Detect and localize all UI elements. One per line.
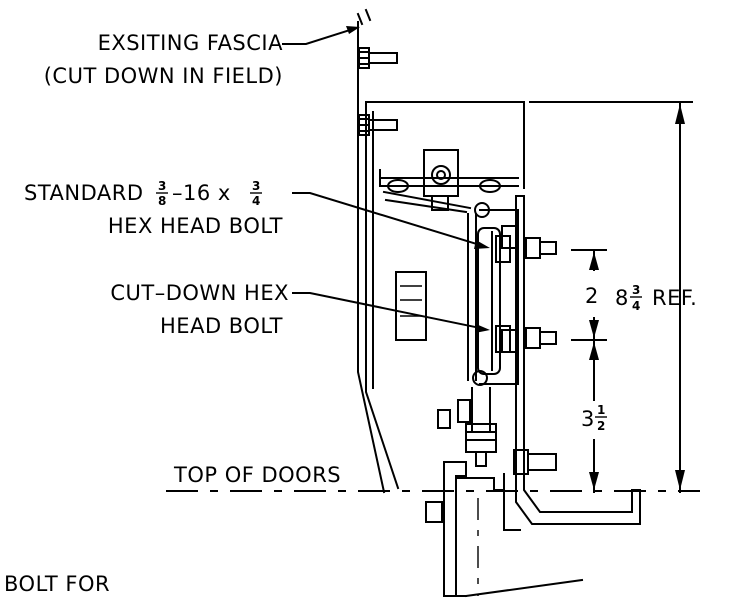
standard-bolt-frac-b-num: 3 [252,179,260,193]
fascia-leader [282,26,360,45]
standard-bolt-frac-a-den: 8 [158,194,166,208]
hanger-housing [365,101,525,490]
cutdown-bolt-leader [292,292,490,333]
lower-dim-frac-num: 1 [597,403,605,417]
overall-dimension [529,101,693,493]
bottom-partial-label: BOLT FOR [4,572,110,596]
adjuster-block [395,271,427,341]
fascia-label-line1: EXSITING FASCIA [98,31,284,55]
cutdown-bolt-line1: CUT–DOWN HEX [110,281,289,305]
standard-bolt-suffix: –16 x [172,181,231,205]
overall-dimension-text: 8 3 4 REF. [615,283,697,313]
standard-bolt-frac-a-num: 3 [158,179,166,193]
overall-dim-frac-den: 4 [632,299,640,313]
door-top [425,461,584,598]
lower-dimension-text: 3 1 2 [581,403,607,433]
bolt-spacing-text: 2 [585,284,599,308]
fascia-label: EXSITING FASCIA (CUT DOWN IN FIELD) [44,31,283,88]
overall-dim-frac-num: 3 [632,283,640,297]
overall-dim-suffix: REF. [652,286,697,310]
standard-bolt-frac-b-den: 4 [252,194,260,208]
standard-bolt-label: STANDARD 3 8 –16 x 3 4 HEX HEAD BOLT [24,179,283,238]
cutdown-bolt-line2: HEAD BOLT [160,314,283,338]
overall-dim-whole: 8 [615,286,629,310]
cutdown-bolt-label: CUT–DOWN HEX HEAD BOLT [110,281,289,338]
lower-dimension [589,339,599,493]
bolt-spacing-dimension [571,249,607,341]
hanger-rod [437,387,497,467]
mounting-bracket [513,195,641,525]
fascia-label-line2: (CUT DOWN IN FIELD) [44,64,283,88]
pulley-assembly [379,149,519,214]
lower-dim-frac-den: 2 [597,419,605,433]
existing-fascia [356,8,398,494]
top-of-doors-label: TOP OF DOORS [173,463,341,487]
lower-dim-whole: 3 [581,407,595,431]
standard-bolt-prefix: STANDARD [24,181,144,205]
standard-bolt-line2: HEX HEAD BOLT [108,214,283,238]
wheel-carrier [467,202,519,386]
